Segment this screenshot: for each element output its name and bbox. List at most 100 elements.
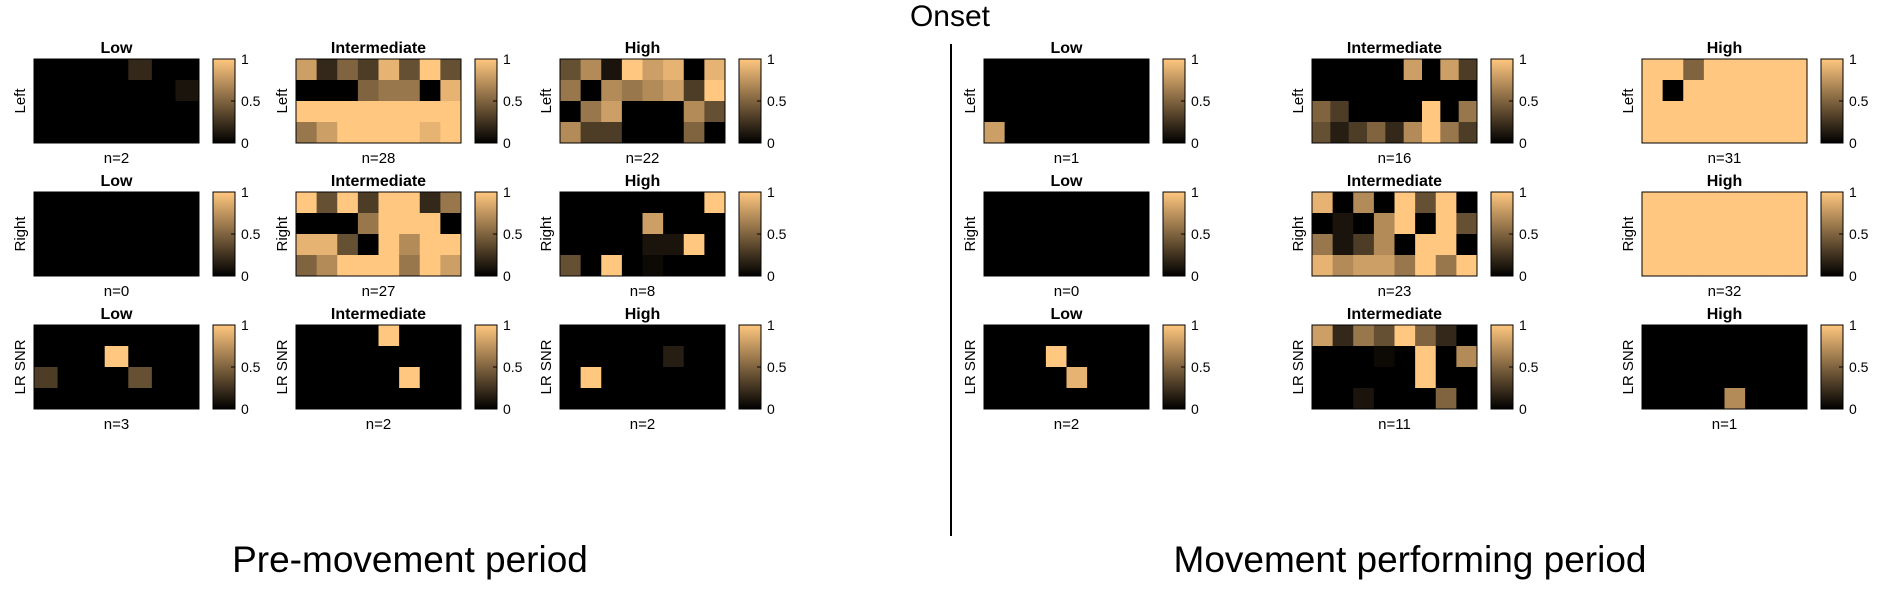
heatmap-cell <box>1107 234 1129 256</box>
heatmap-cell <box>1415 255 1437 277</box>
heatmap-cell <box>296 255 318 277</box>
heatmap-cell <box>1087 192 1109 214</box>
heatmap-cell <box>1045 367 1067 389</box>
heatmap-frame <box>33 324 200 410</box>
heatmap-cell <box>683 59 705 81</box>
heatmap-cell <box>984 122 1006 144</box>
heatmap-cell <box>419 213 441 235</box>
heatmap-cell <box>1128 346 1150 368</box>
heatmap-cell <box>1456 192 1478 214</box>
heatmap-cell <box>1004 213 1026 235</box>
heatmap-cell <box>1440 59 1460 81</box>
heatmap-cell <box>1415 346 1437 368</box>
heatmap-cell <box>1330 80 1350 102</box>
subplot-ylabel: Left <box>1290 88 1307 114</box>
heatmap-cell <box>1045 234 1067 256</box>
heatmap-frame <box>983 191 1150 277</box>
heatmap-cell <box>1353 325 1375 347</box>
heatmap-cell <box>1642 346 1664 368</box>
colorbar-tick-label: 0 <box>1519 268 1527 284</box>
heatmap-cell <box>1107 59 1129 81</box>
colorbar-tick-label: 0 <box>1849 135 1857 151</box>
sample-count-label: n=0 <box>1054 283 1079 300</box>
heatmap-cell <box>1353 255 1375 277</box>
period-label-movement: Movement performing period <box>1173 539 1647 580</box>
heatmap-cell <box>1422 101 1441 123</box>
heatmap-cell <box>642 122 664 144</box>
heatmap-cell <box>1642 122 1664 144</box>
sample-count-label: n=11 <box>1378 416 1411 433</box>
colorbar-tick-label: 1 <box>241 184 249 200</box>
heatmap-cell <box>1128 122 1150 144</box>
heatmap-cell <box>1087 122 1109 144</box>
heatmap-cell <box>1642 367 1664 389</box>
heatmap-cell <box>175 346 200 368</box>
heatmap-cell <box>621 234 643 256</box>
heatmap-cell <box>601 325 623 347</box>
heatmap-cell <box>1107 122 1129 144</box>
heatmap-cell <box>663 59 685 81</box>
heatmap-cell <box>1087 59 1109 81</box>
heatmap-cell <box>1683 59 1705 81</box>
heatmap-cell <box>1456 234 1478 256</box>
subplot-ylabel: Right <box>1620 216 1637 252</box>
heatmap-cell <box>1765 346 1787 368</box>
heatmap-cell <box>663 80 685 102</box>
heatmap-cell <box>151 255 176 277</box>
heatmap-cell <box>1385 59 1405 81</box>
heatmap-cell <box>1724 388 1746 410</box>
heatmap-cell <box>1456 325 1478 347</box>
heatmap-cell <box>1066 80 1088 102</box>
heatmap-cell <box>1128 80 1150 102</box>
heatmap-cell <box>1348 101 1368 123</box>
sample-count-label: n=28 <box>362 150 396 167</box>
heatmap-cell <box>642 388 664 410</box>
subplot-ylabel: Right <box>274 216 291 252</box>
heatmap-cell <box>1373 367 1395 389</box>
heatmap-cell <box>1332 325 1354 347</box>
subplot-ylabel: Right <box>962 216 979 252</box>
heatmap-cell <box>1128 101 1150 123</box>
colorbar-tick-label: 0.5 <box>1519 359 1539 375</box>
heatmap-cell <box>316 255 338 277</box>
heatmap-cell <box>1703 255 1725 277</box>
heatmap-cell <box>34 346 58 368</box>
colorbar-tick-label: 0.5 <box>767 359 787 375</box>
heatmap-cell <box>128 234 153 256</box>
heatmap-cell <box>621 101 643 123</box>
heatmap-cell <box>580 234 602 256</box>
heatmap-frame <box>983 58 1150 144</box>
heatmap-cell <box>1385 80 1405 102</box>
heatmap-cell <box>601 59 623 81</box>
heatmap-cell <box>1312 388 1334 410</box>
colorbar-tick-label: 1 <box>1519 51 1527 67</box>
heatmap-cell <box>1662 367 1684 389</box>
heatmap-cell <box>1045 101 1067 123</box>
heatmap-cell <box>378 59 400 81</box>
heatmap-cell <box>1332 192 1354 214</box>
heatmap-cell <box>1394 255 1416 277</box>
heatmap-cell <box>128 367 153 389</box>
heatmap-cell <box>1045 122 1067 144</box>
heatmap-cell <box>81 234 106 256</box>
heatmap-cell <box>1683 255 1705 277</box>
heatmap-cell <box>1348 59 1368 81</box>
heatmap-cell <box>1745 367 1767 389</box>
heatmap-cell <box>337 346 359 368</box>
heatmap-cell <box>1087 80 1109 102</box>
heatmap-cell <box>1786 325 1808 347</box>
heatmap-cell <box>601 255 623 277</box>
heatmap-cell <box>1004 325 1026 347</box>
heatmap-cell <box>1107 346 1129 368</box>
heatmap-cell <box>104 234 129 256</box>
heatmap-cell <box>316 234 338 256</box>
heatmap-cell <box>1394 346 1416 368</box>
heatmap-cell <box>128 213 153 235</box>
heatmap-cell <box>1332 234 1354 256</box>
heatmap-cell <box>580 255 602 277</box>
colorbar-tick-label: 1 <box>503 184 511 200</box>
heatmap-cell <box>663 101 685 123</box>
heatmap-cell <box>337 325 359 347</box>
heatmap-cell <box>1403 59 1423 81</box>
heatmap-cell <box>642 367 664 389</box>
